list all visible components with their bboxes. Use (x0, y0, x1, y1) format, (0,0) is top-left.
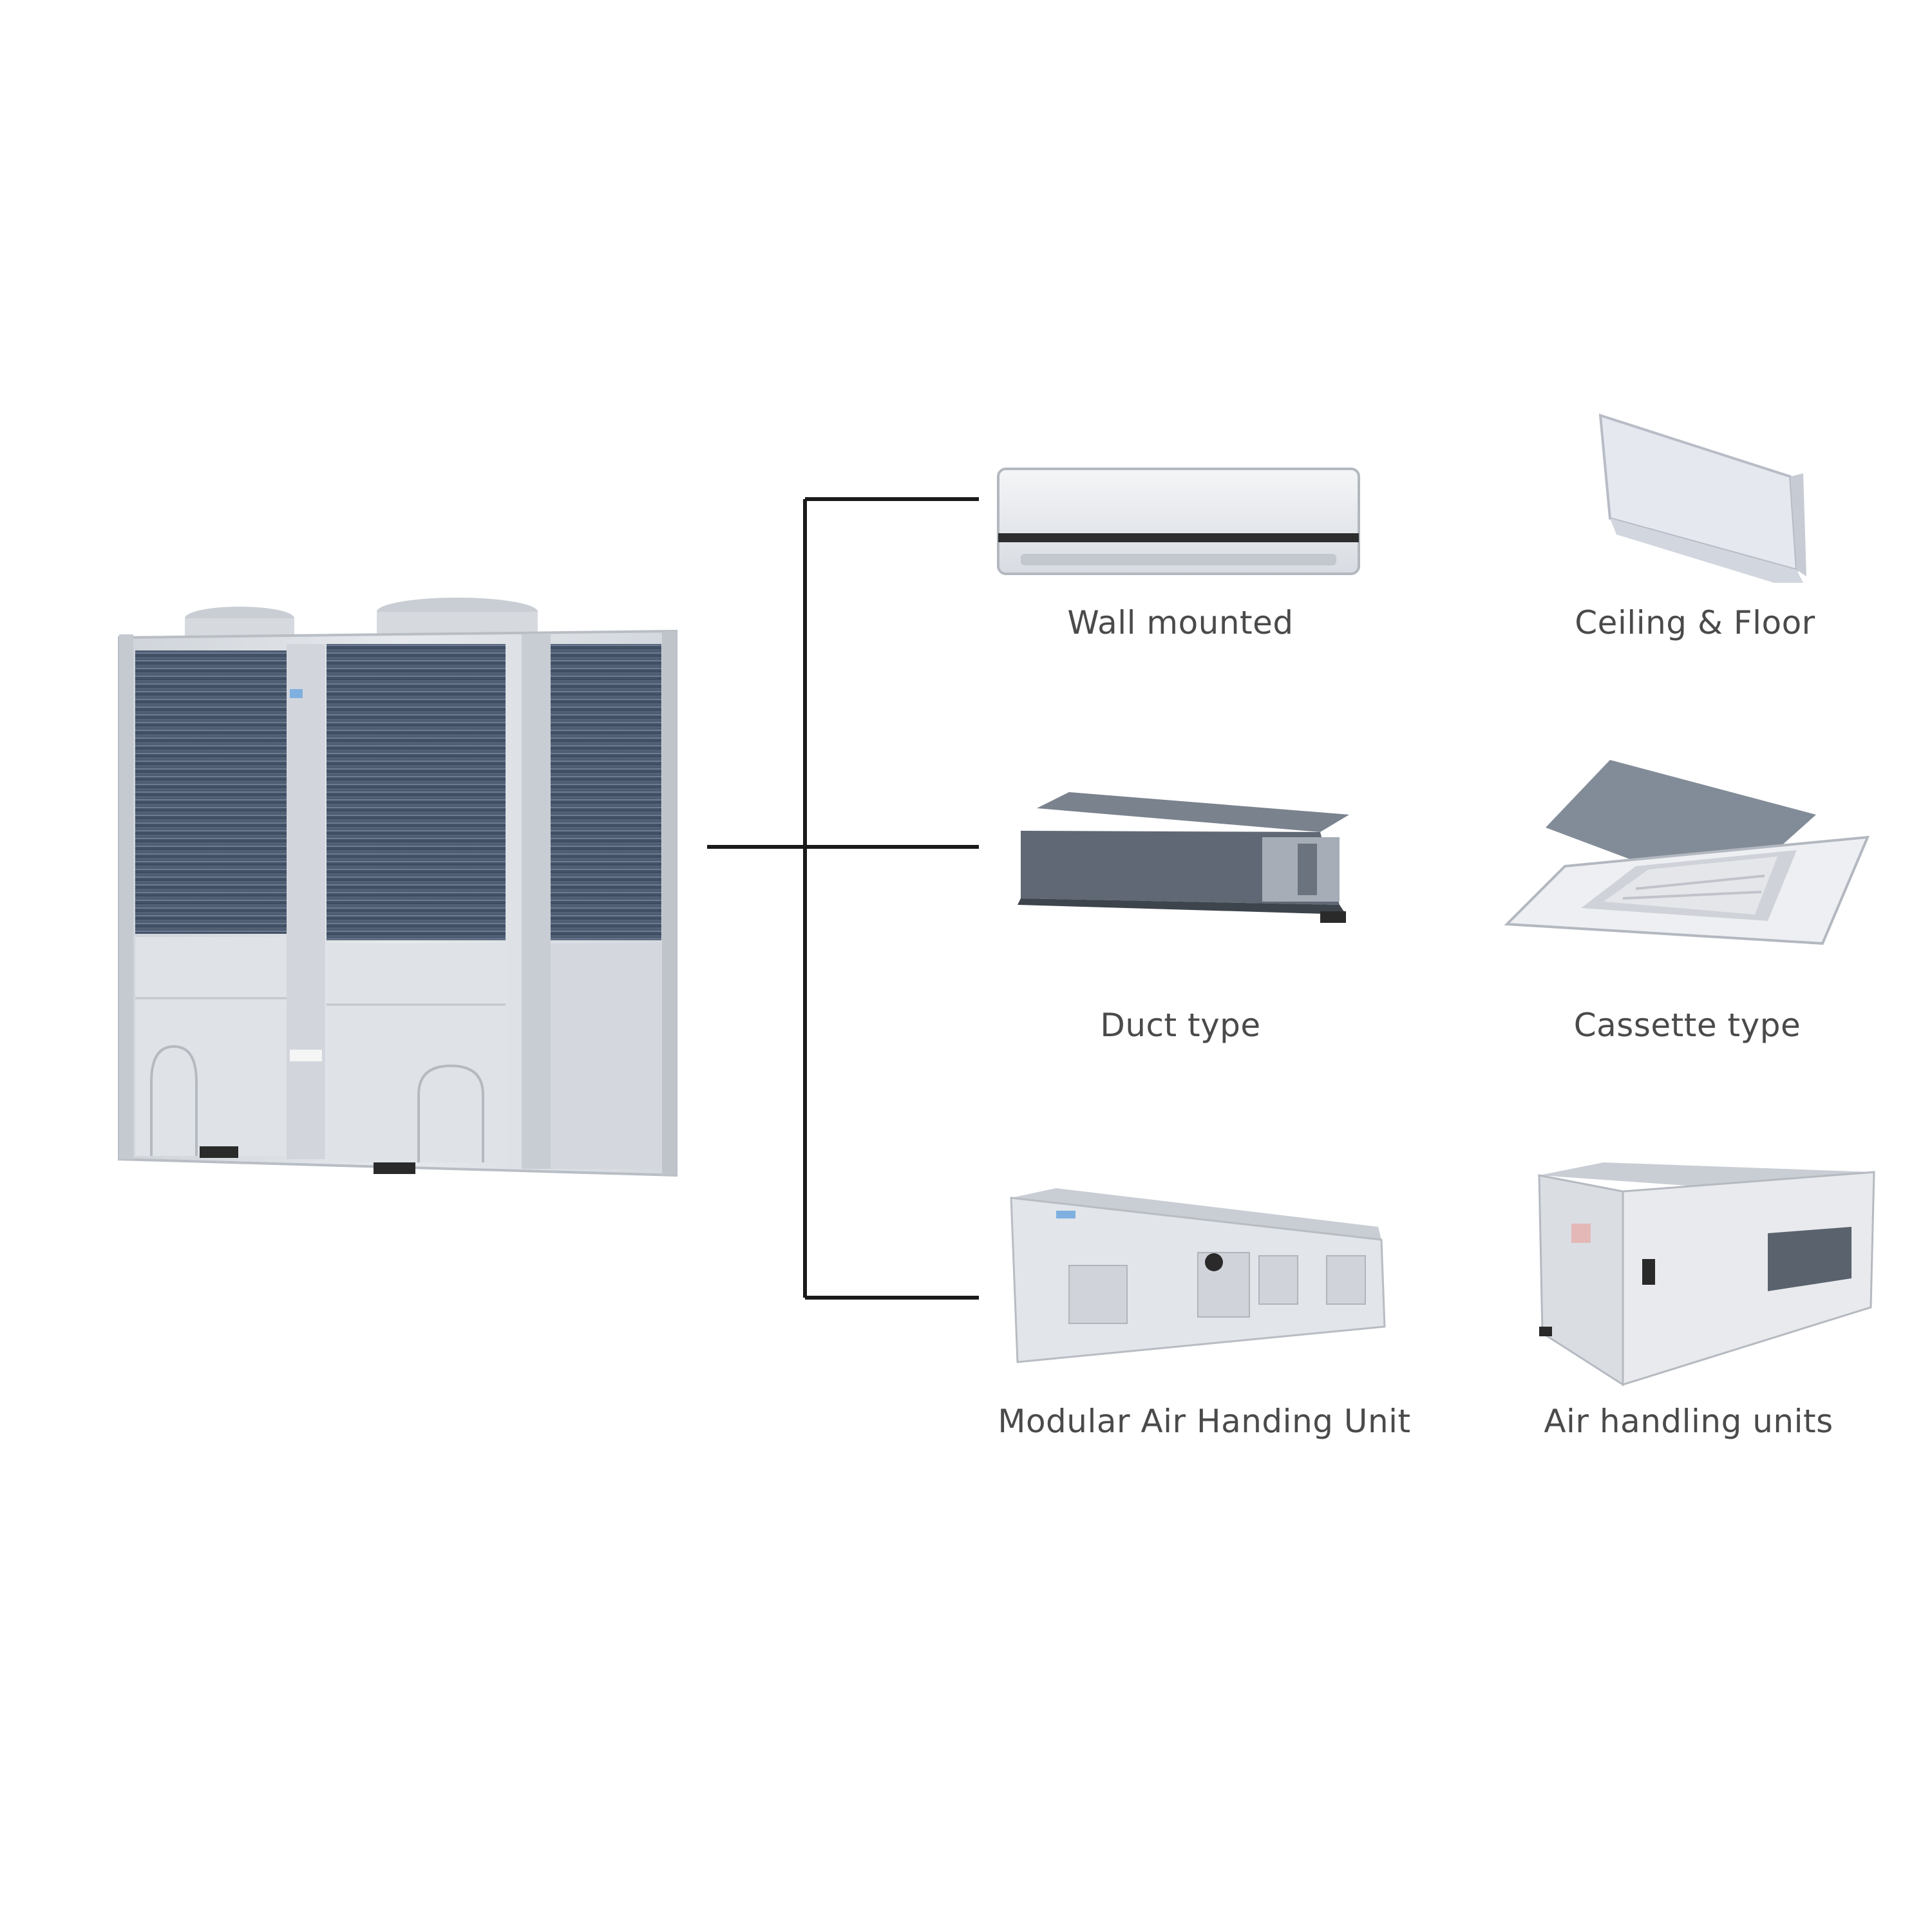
connector-lines (707, 497, 979, 1300)
wall-mounted-label: Wall mounted (1067, 604, 1294, 641)
ahu-icon (1538, 1162, 1875, 1387)
cassette-unit-icon (1504, 760, 1870, 945)
wall-mounted-unit-icon (997, 468, 1360, 575)
outdoor-unit-icon (118, 598, 677, 1177)
cassette-type-label: Cassette type (1573, 1007, 1801, 1044)
duct-unit-icon (1018, 792, 1349, 923)
modular-ahu-label: Modular Air Handing Unit (998, 1403, 1411, 1440)
ceiling-floor-label: Ceiling & Floor (1575, 604, 1815, 641)
ceiling-floor-unit-icon (1598, 413, 1806, 583)
modular-ahu-icon (1010, 1188, 1386, 1363)
duct-type-label: Duct type (1100, 1007, 1261, 1044)
ahu-label: Air handling units (1544, 1403, 1833, 1440)
